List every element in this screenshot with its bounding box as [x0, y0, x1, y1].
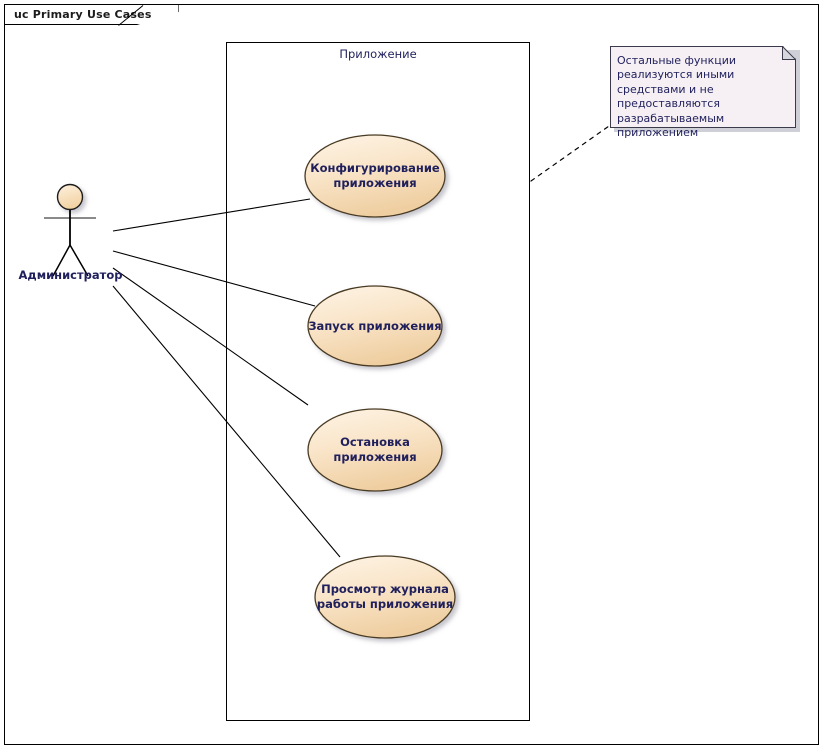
note-body	[610, 46, 796, 128]
note-remaining-functions[interactable]: Остальные функции реализуются иными сред…	[610, 46, 796, 139]
actor-administrator-label: Администратор	[18, 268, 123, 282]
system-boundary	[226, 42, 530, 721]
diagram-frame	[4, 4, 819, 745]
system-boundary-label: Приложение	[339, 47, 417, 61]
note-text: Остальные функции реализуются иными сред…	[617, 54, 737, 140]
